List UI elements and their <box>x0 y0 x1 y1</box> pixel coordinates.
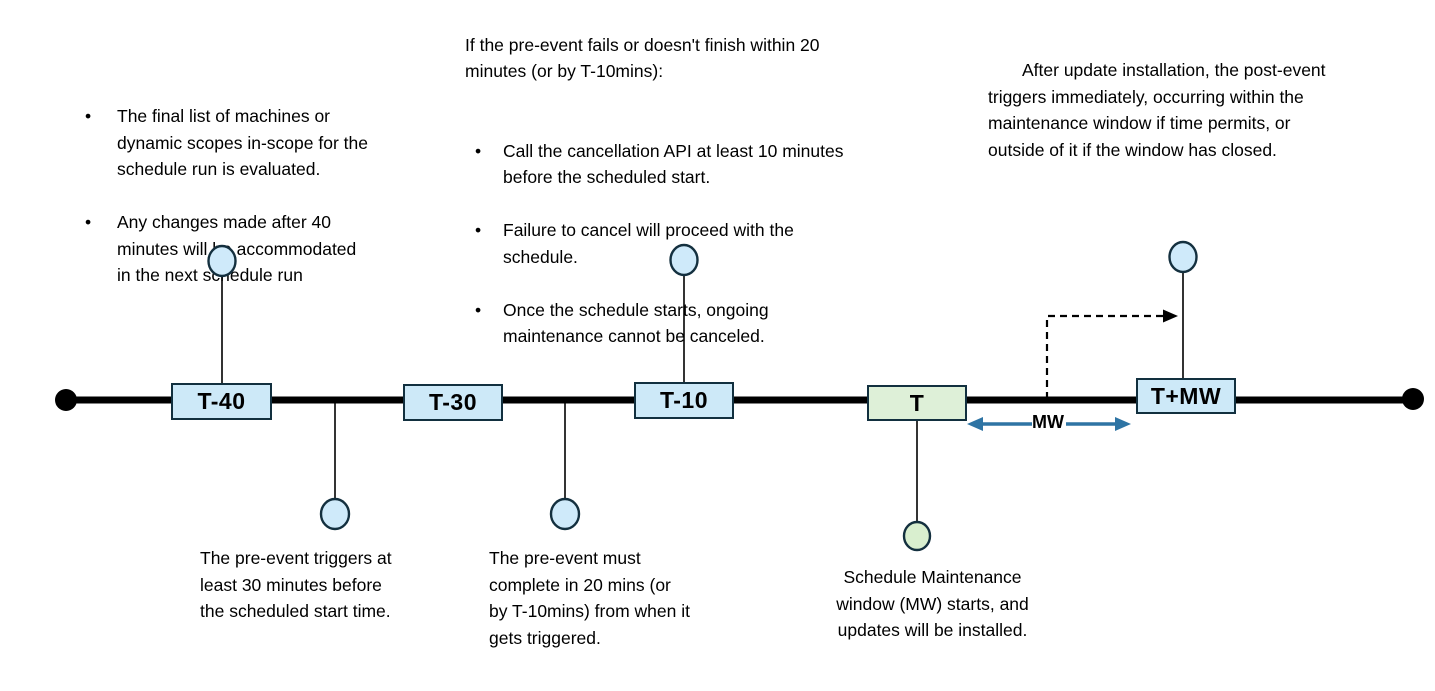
marker-t-label: T <box>909 389 925 416</box>
note-pre-event-trigger: The pre-event triggers at least 30 minut… <box>200 548 392 621</box>
bullet-final-list: The final list of machines or dynamic sc… <box>83 103 413 183</box>
event-circle-above-tmw <box>1168 240 1198 274</box>
event-circle-pre-event-complete <box>549 497 581 531</box>
mw-range-label: MW <box>1032 412 1064 432</box>
marker-t-box: T <box>867 385 967 421</box>
pre-event-failure-bullets: Call the cancellation API at least 10 mi… <box>465 111 935 376</box>
marker-t10-box: T-10 <box>634 382 734 419</box>
mw-right-arrowhead-icon <box>1115 417 1131 431</box>
marker-t40-label: T-40 <box>197 388 246 414</box>
event-circle-mw-start <box>902 520 932 552</box>
marker-t30-box: T-30 <box>403 384 503 421</box>
note-post-event: After update installation, the post-even… <box>988 60 1326 160</box>
bullet-call-cancellation-api: Call the cancellation API at least 10 mi… <box>465 138 935 191</box>
right-endpoint-dot <box>1402 388 1424 410</box>
marker-t30-label: T-30 <box>428 389 478 415</box>
left-endpoint-dot <box>55 389 77 411</box>
note-pre-event-complete: The pre-event must complete in 20 mins (… <box>489 548 690 648</box>
marker-t10-label: T-10 <box>659 387 709 413</box>
event-circle-above-t10 <box>669 243 699 277</box>
marker-tmw-label: T+MW <box>1150 382 1222 409</box>
note-pre-event-failure: If the pre-event fails or doesn't finish… <box>465 5 935 403</box>
pre-event-failure-intro: If the pre-event fails or doesn't finish… <box>465 34 820 82</box>
marker-t40-box: T-40 <box>171 383 272 420</box>
dashed-arrowhead-icon <box>1163 309 1178 323</box>
mw-left-arrowhead-icon <box>967 417 983 431</box>
event-circle-above-t40 <box>207 244 237 278</box>
event-circle-pre-event-trigger <box>319 497 351 531</box>
dashed-post-event-arrow <box>1045 314 1163 399</box>
bullet-failure-to-cancel: Failure to cancel will proceed with the … <box>465 217 935 270</box>
bullet-once-schedule-starts: Once the schedule starts, ongoing mainte… <box>465 297 935 350</box>
marker-tmw-box: T+MW <box>1136 378 1236 414</box>
note-mw-start: Schedule Maintenance window (MW) starts,… <box>836 567 1029 640</box>
